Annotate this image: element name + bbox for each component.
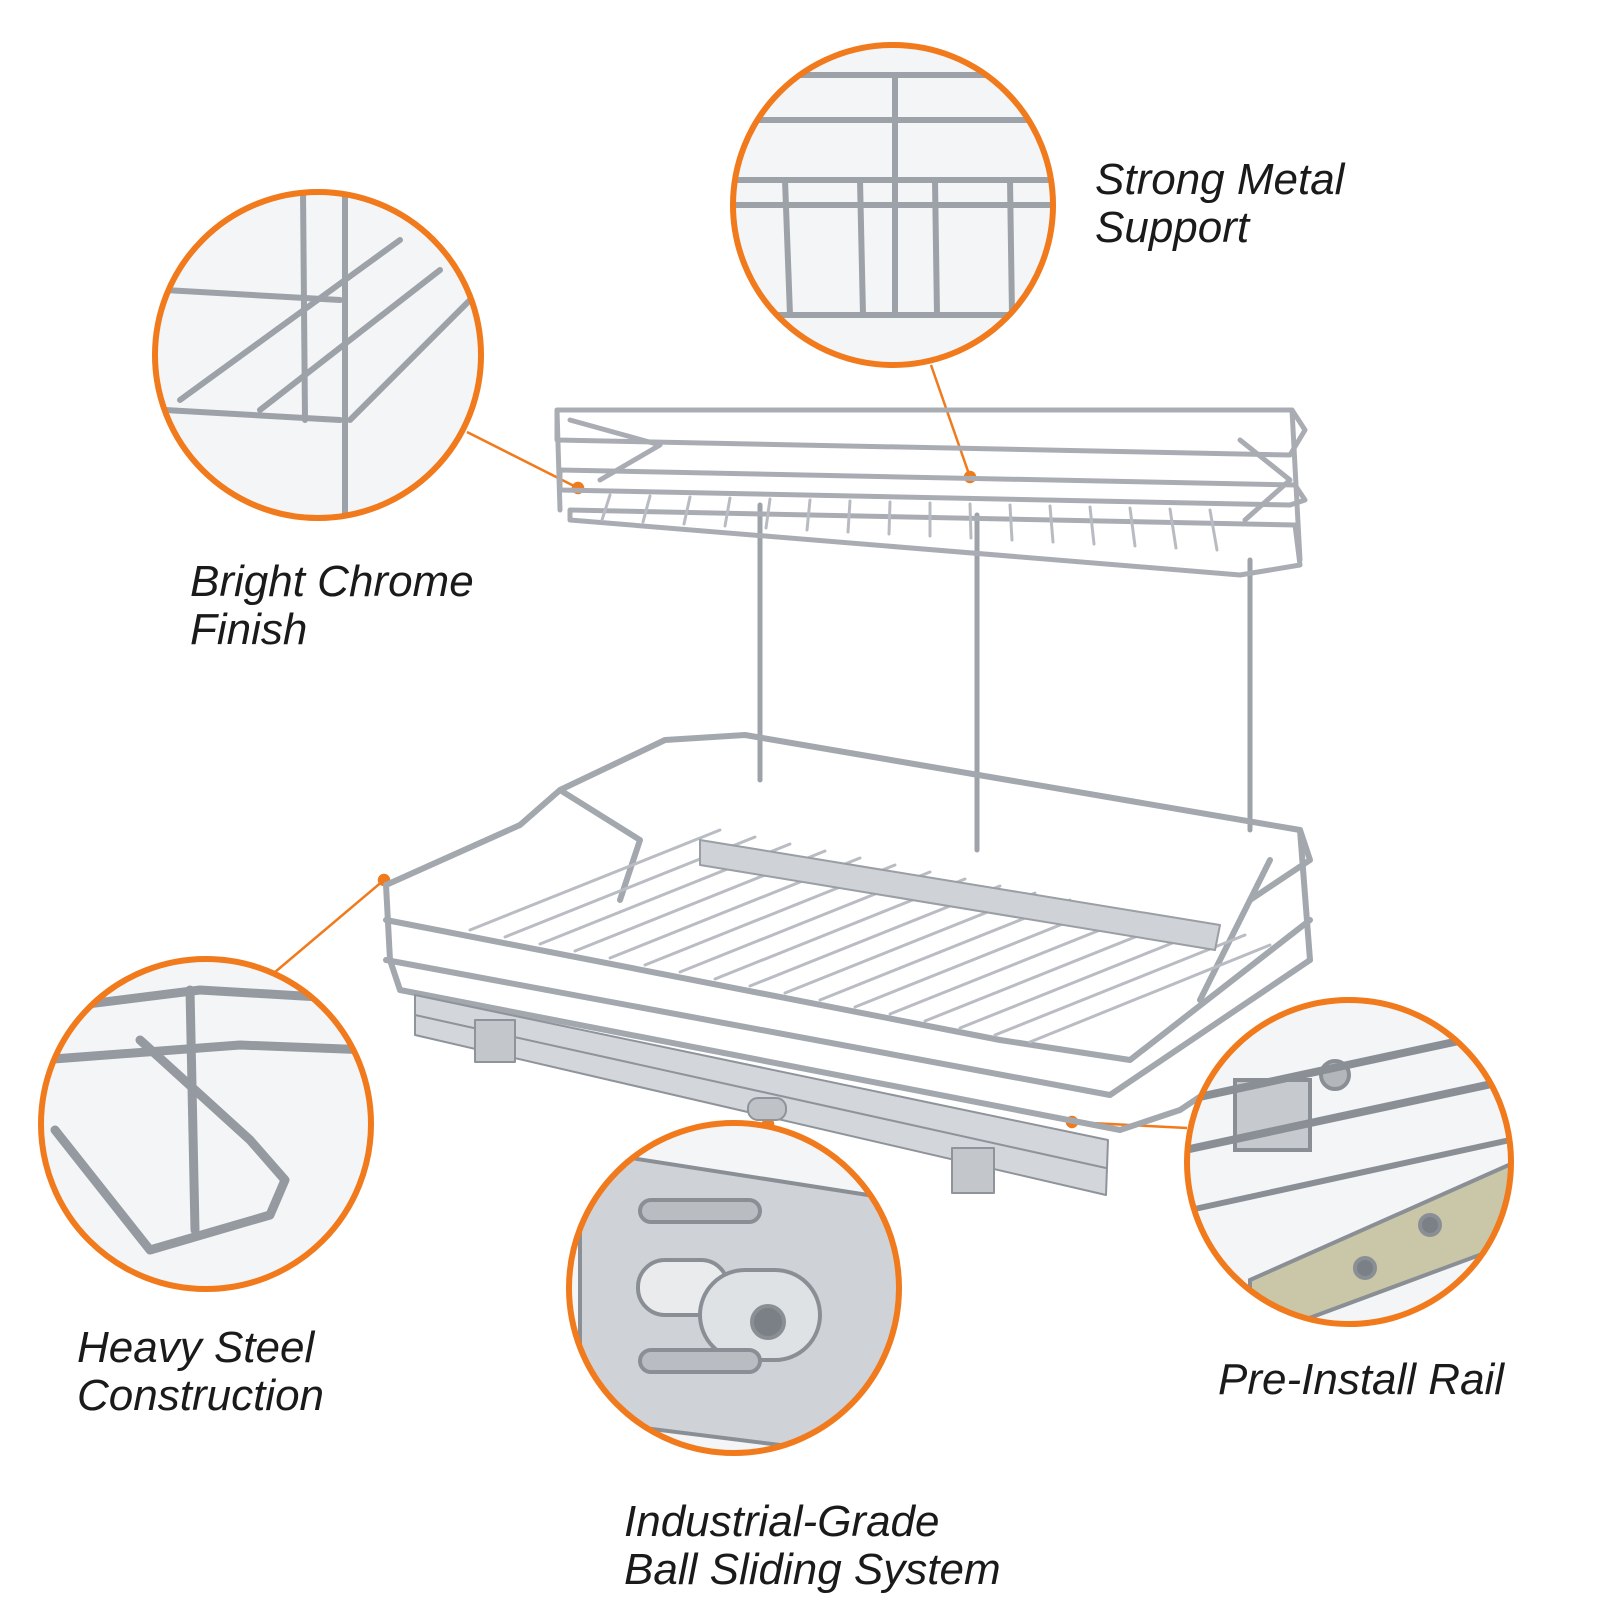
slide-rail-front [414,994,1109,1196]
label-line: Strong Metal [1095,155,1345,204]
upper-shelf-bars [600,493,1219,552]
zoom-ring-pre-install-rail [1184,997,1514,1327]
label-line: Heavy Steel [77,1323,315,1372]
label-line: Ball Sliding System [624,1545,1001,1594]
label-pre-install-rail: Pre-Install Rail [1218,1356,1504,1404]
label-bright-chrome-finish: Bright Chrome Finish [190,558,474,654]
zoom-callout-steel-construction [38,956,374,1292]
zoom-callout-pre-install-rail [1184,997,1514,1327]
support-posts [757,502,1253,853]
upper-shelf [554,407,1308,578]
zoom-callout-ball-sliding [566,1120,902,1456]
label-strong-metal-support: Strong Metal Support [1095,156,1344,252]
zoom-ring-steel-construction [38,956,374,1292]
label-line: Support [1095,203,1250,252]
lower-basket [383,732,1313,1133]
label-line: Construction [77,1371,325,1420]
zoom-ring-ball-sliding [566,1120,902,1456]
zoom-callout-chrome-finish [152,189,484,521]
label-line: Finish [190,605,308,654]
label-line: Pre-Install Rail [1218,1355,1505,1404]
zoom-ring-chrome-finish [152,189,484,521]
zoom-callout-metal-support [730,42,1056,368]
label-heavy-steel-construction: Heavy Steel Construction [77,1324,324,1420]
wire-organizer [383,407,1313,1196]
zoom-ring-metal-support [730,42,1056,368]
leader-line-metal [929,364,972,478]
slide-rail-rear [699,839,1221,951]
leader-line-steel [267,879,385,979]
label-ball-sliding-system: Industrial-Grade Ball Sliding System [624,1498,1001,1594]
label-line: Industrial-Grade [624,1497,940,1546]
label-line: Bright Chrome [190,557,474,606]
